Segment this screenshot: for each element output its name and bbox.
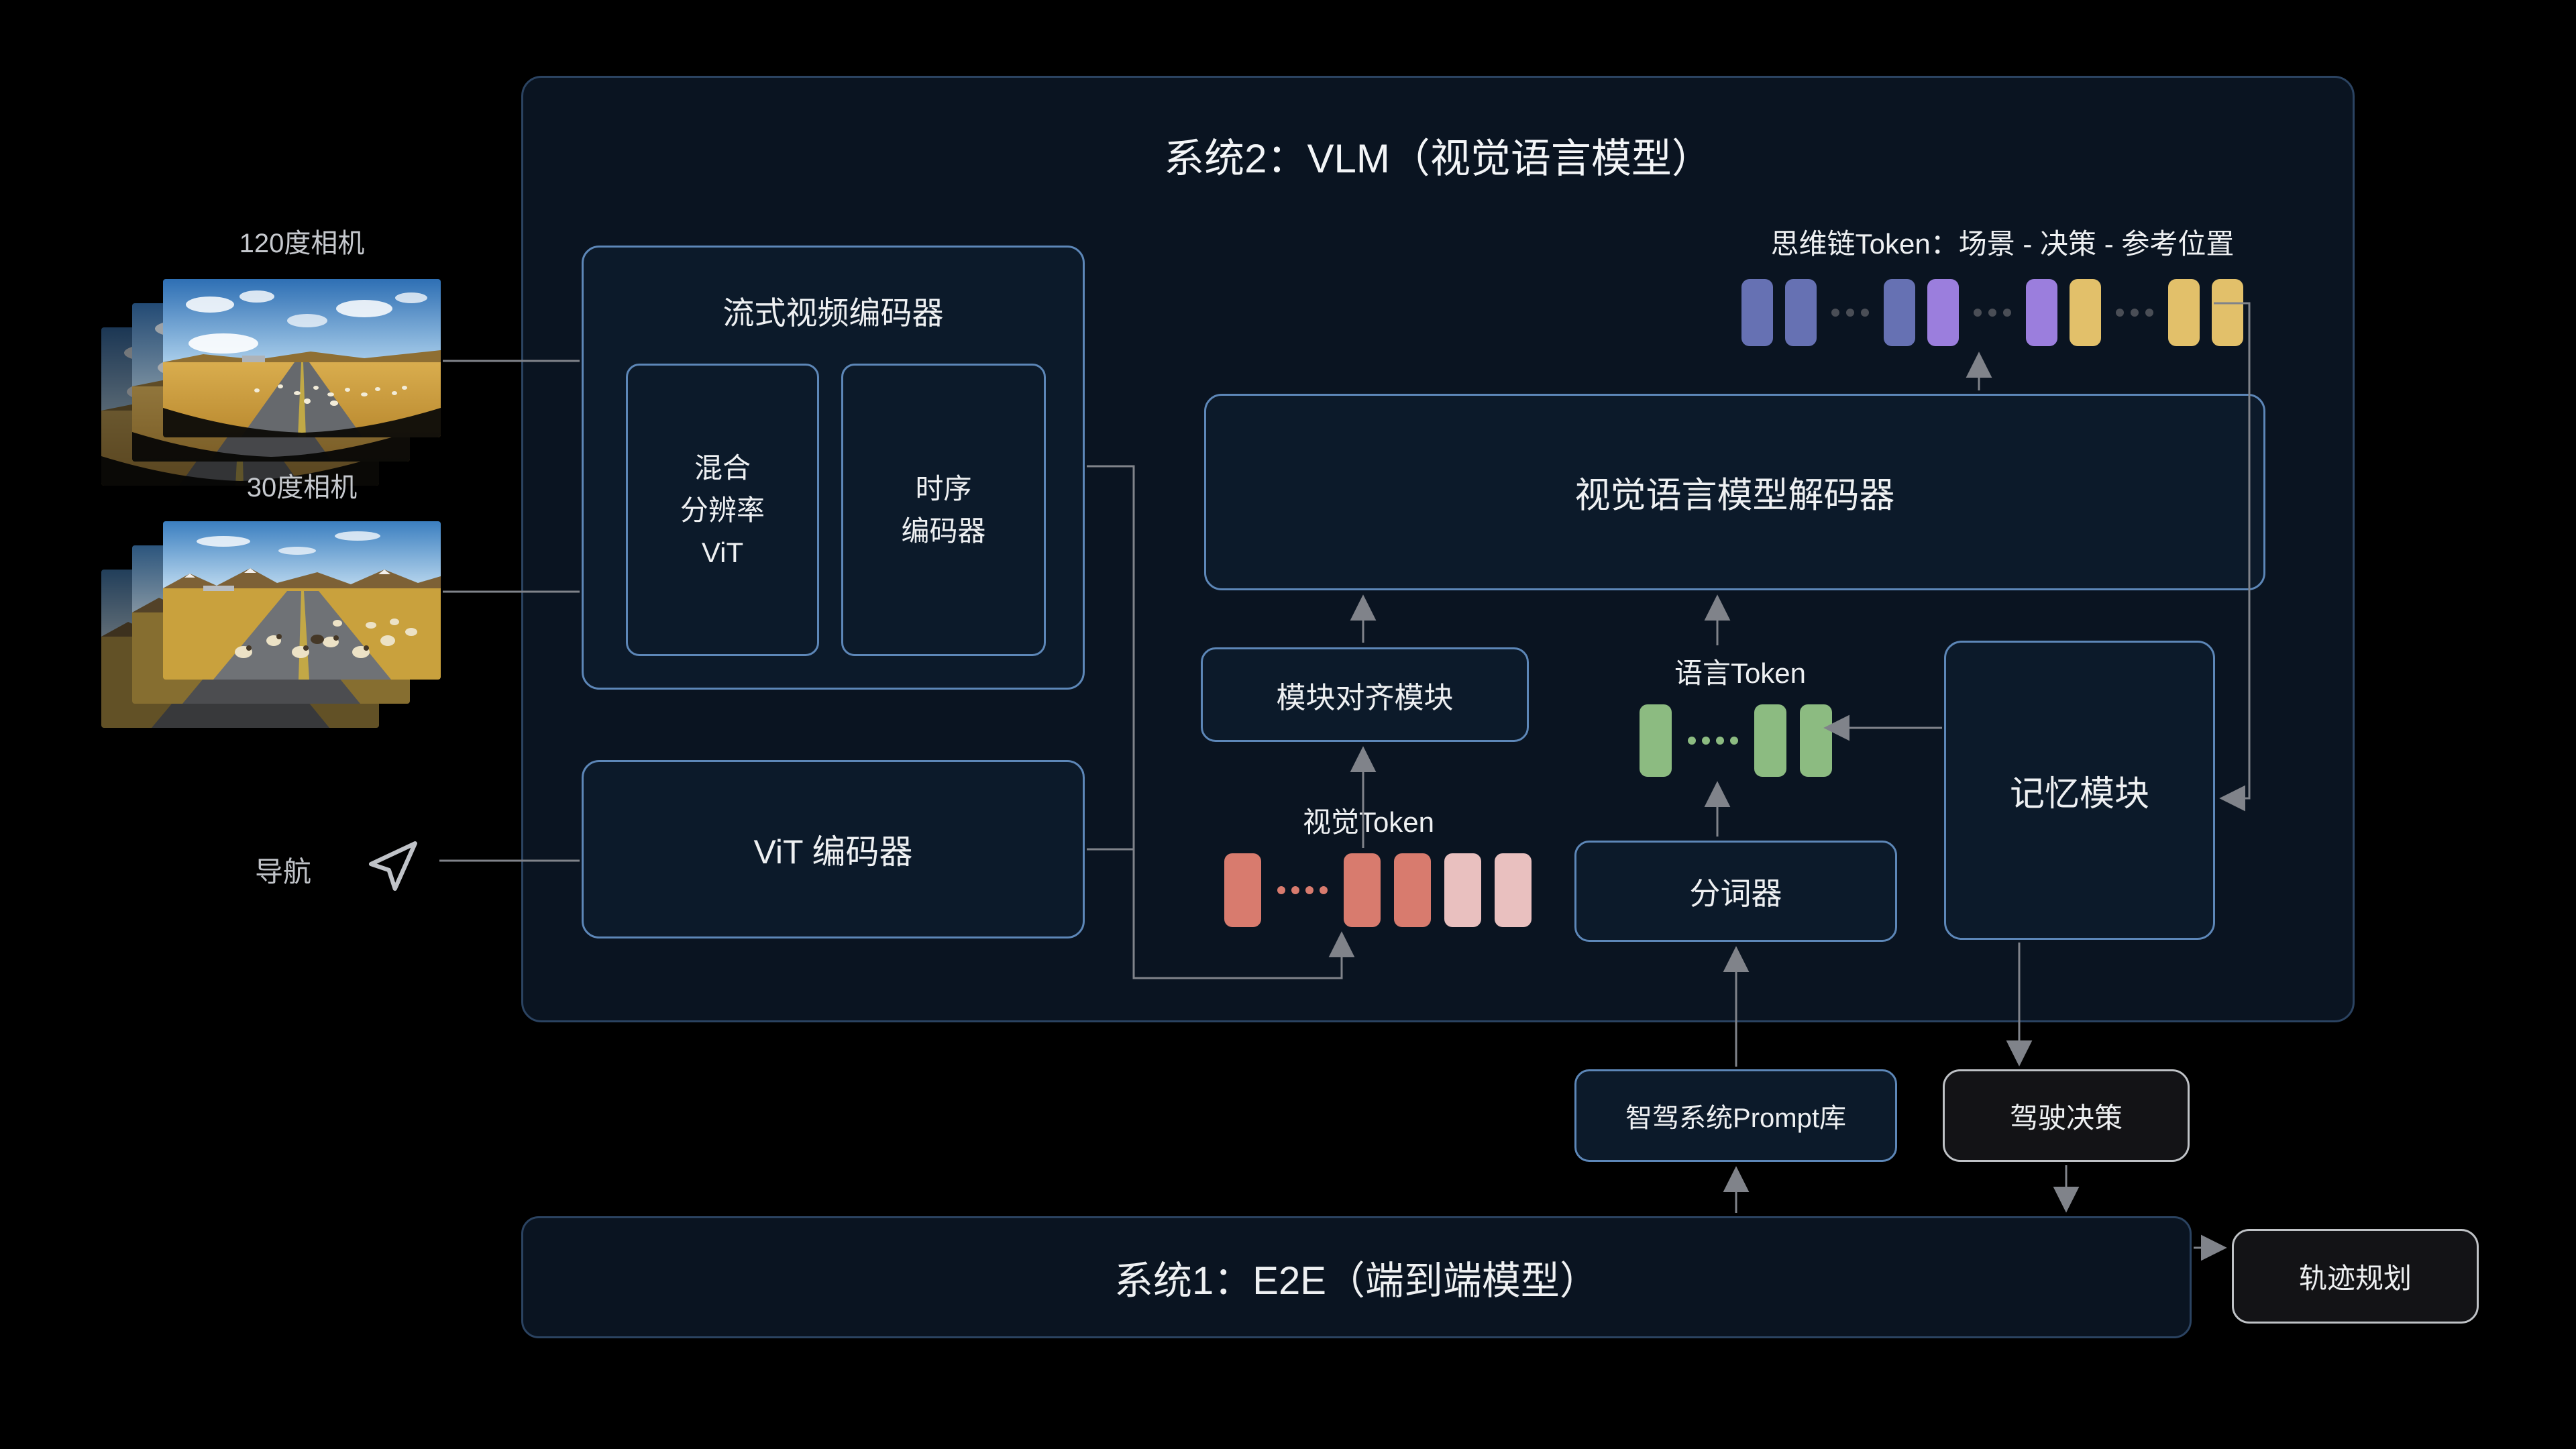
temporal-encoder-label: 时序 编码器 [901,473,986,547]
memory-module-box: 记忆模块 [1944,641,2215,940]
visual-token-row [1224,853,1532,927]
align-module-label: 模块对齐模块 [1276,681,1454,714]
driving-decision-label: 驾驶决策 [2009,1102,2123,1134]
token-ellipsis-dots [1974,309,2011,317]
memory-module-label: 记忆模块 [2009,774,2149,814]
align-module-box: 模块对齐模块 [1201,647,1529,742]
purple-token [2026,279,2057,346]
token-ellipsis-dots [1277,886,1328,894]
vlm-decoder-label: 视觉语言模型解码器 [1574,475,1895,515]
trajectory-planning-label: 轨迹规划 [2298,1263,2412,1294]
streaming-encoder-title: 流式视频编码器 [722,295,944,331]
nav-label: 导航 [255,856,312,888]
navigation-arrow-icon [368,841,417,891]
blue-token [1884,279,1915,346]
cot-token-row [1741,279,2243,346]
prompt-library-box: 智驾系统Prompt库 [1574,1069,1897,1162]
red-token [1344,853,1381,927]
vit-encoder-box: ViT 编码器 [582,760,1085,938]
yellow-token [2070,279,2101,346]
camera30-image-stack [101,521,441,728]
camera30-frame-front [163,521,441,680]
system2-title: 系统2：VLM（视觉语言模型） [1164,136,1712,181]
tokenizer-label: 分词器 [1689,875,1782,911]
camera30-label: 30度相机 [246,473,358,502]
camera120-label: 120度相机 [239,229,365,258]
token-ellipsis-dots [1688,737,1738,745]
vlm-decoder-box: 视觉语言模型解码器 [1204,394,2265,590]
red-token [1394,853,1431,927]
tokenizer-box: 分词器 [1574,841,1897,942]
pink-token [1495,853,1532,927]
camera120-image-stack [101,279,441,486]
red-token [1224,853,1261,927]
trajectory-planning-box: 轨迹规划 [2232,1229,2479,1324]
mixed-resolution-vit-box: 混合 分辨率 ViT [626,364,819,656]
yellow-token [2212,279,2243,346]
green-token [1754,704,1786,777]
pink-token [1444,853,1481,927]
green-token [1640,704,1672,777]
cot-token-label: 思维链Token：场景 - 决策 - 参考位置 [1770,228,2235,260]
token-ellipsis-dots [1831,309,1869,317]
driving-decision-box: 驾驶决策 [1943,1069,2190,1162]
language-token-row [1640,704,1832,777]
blue-token [1741,279,1773,346]
blue-token [1785,279,1817,346]
prompt-library-label: 智驾系统Prompt库 [1625,1104,1846,1133]
yellow-token [2168,279,2200,346]
temporal-encoder-box: 时序 编码器 [841,364,1046,656]
system1-bar: 系统1：E2E（端到端模型） [521,1216,2192,1338]
language-token-label: 语言Token [1674,657,1807,689]
token-ellipsis-dots [2116,309,2153,317]
mixed-resolution-vit-label: 混合 分辨率 ViT [680,451,765,568]
visual-token-label: 视觉Token [1302,806,1435,838]
green-token [1800,704,1832,777]
camera120-frame-front [163,279,441,437]
system1-title: 系统1：E2E（端到端模型） [1114,1259,1599,1303]
purple-token [1927,279,1959,346]
vit-encoder-label: ViT 编码器 [753,833,913,871]
